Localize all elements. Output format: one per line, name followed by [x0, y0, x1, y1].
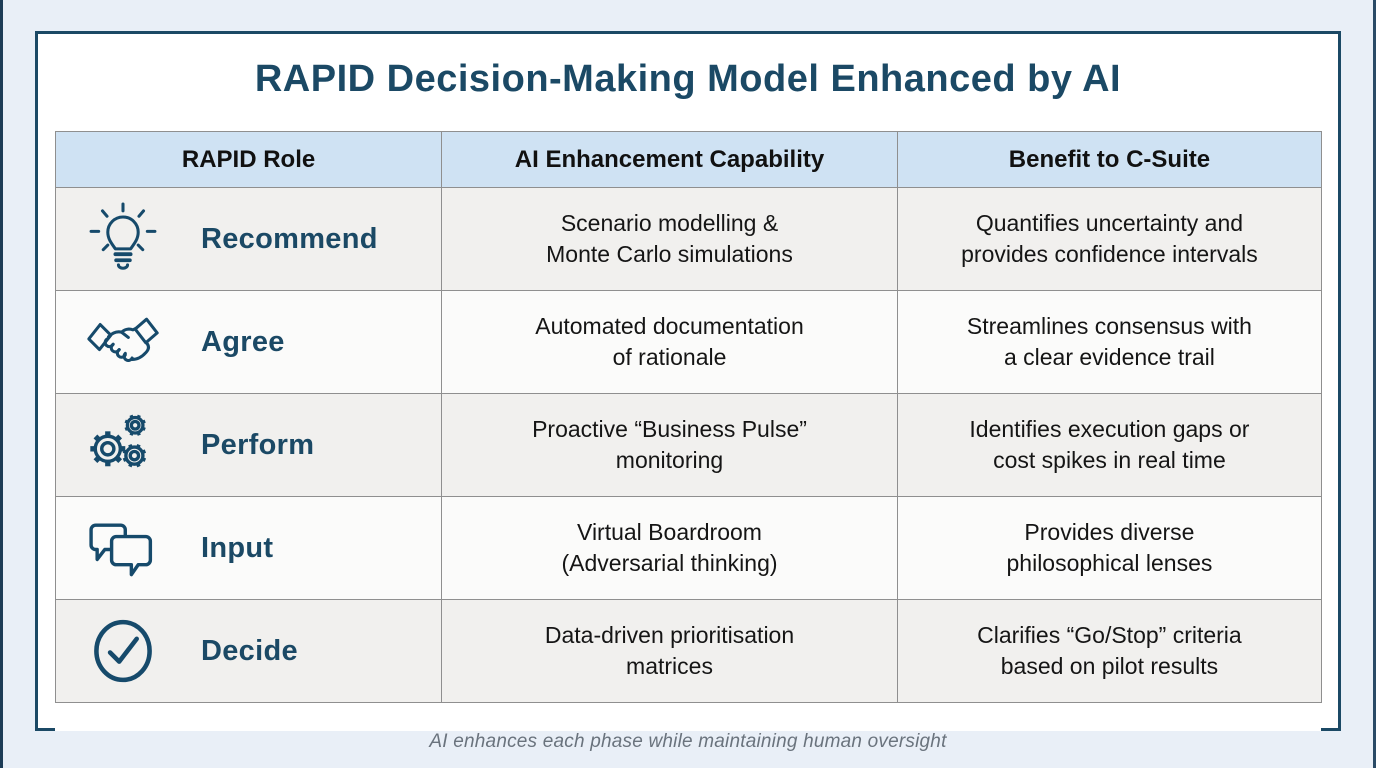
column-header-benefit: Benefit to C-Suite [896, 131, 1323, 188]
table-header-row: RAPID Role AI Enhancement Capability Ben… [54, 131, 1323, 188]
rapid-table: RAPID Role AI Enhancement Capability Ben… [54, 131, 1323, 703]
role-label: Recommend [201, 222, 378, 255]
role-cell: Decide [57, 613, 440, 689]
capability-text: Automated documentation of rationale [535, 313, 804, 370]
speech-bubbles-icon [85, 510, 161, 586]
capability-text: Scenario modelling & Monte Carlo simulat… [546, 210, 793, 267]
benefit-text: Clarifies “Go/Stop” criteria based on pi… [977, 622, 1242, 679]
table-row-decide: Decide Data-driven prioritisation matric… [54, 599, 1323, 703]
handshake-icon [85, 304, 161, 380]
benefit-text: Streamlines consensus with a clear evide… [966, 313, 1252, 370]
benefit-text: Identifies execution gaps or cost spikes… [969, 416, 1250, 473]
gears-icon [85, 407, 161, 483]
table-row-input: Input Virtual Boardroom (Adversarial thi… [54, 496, 1323, 600]
column-header-ai-capability: AI Enhancement Capability [441, 131, 898, 188]
benefit-text: Provides diverse philosophical lenses [1006, 519, 1213, 576]
benefit-text: Quantifies uncertainty and provides conf… [961, 210, 1258, 267]
footer-caption: AI enhances each phase while maintaining… [429, 731, 947, 752]
lightbulb-icon [85, 201, 161, 277]
capability-text: Data-driven prioritisation matrices [544, 622, 795, 679]
screen-edge-right [1373, 0, 1376, 768]
slide-card: RAPID Decision-Making Model Enhanced by … [35, 31, 1341, 731]
role-label: Input [201, 531, 274, 564]
role-label: Agree [201, 325, 285, 358]
role-cell: Agree [57, 304, 440, 380]
table-row-agree: Agree Automated documentation of rationa… [54, 290, 1323, 394]
role-label: Perform [201, 428, 315, 461]
capability-text: Virtual Boardroom (Adversarial thinking) [561, 519, 778, 576]
role-cell: Input [57, 510, 440, 586]
page-title: RAPID Decision-Making Model Enhanced by … [254, 58, 1122, 100]
column-header-rapid-role: RAPID Role [54, 131, 443, 188]
capability-text: Proactive “Business Pulse” monitoring [532, 416, 807, 473]
screen-edge-left [0, 0, 3, 768]
check-circle-icon [85, 613, 161, 689]
table-row-recommend: Recommend Scenario modelling & Monte Car… [54, 187, 1323, 291]
table-row-perform: Perform Proactive “Business Pulse” monit… [54, 393, 1323, 497]
role-label: Decide [201, 634, 298, 667]
role-cell: Perform [57, 407, 440, 483]
role-cell: Recommend [57, 201, 440, 277]
